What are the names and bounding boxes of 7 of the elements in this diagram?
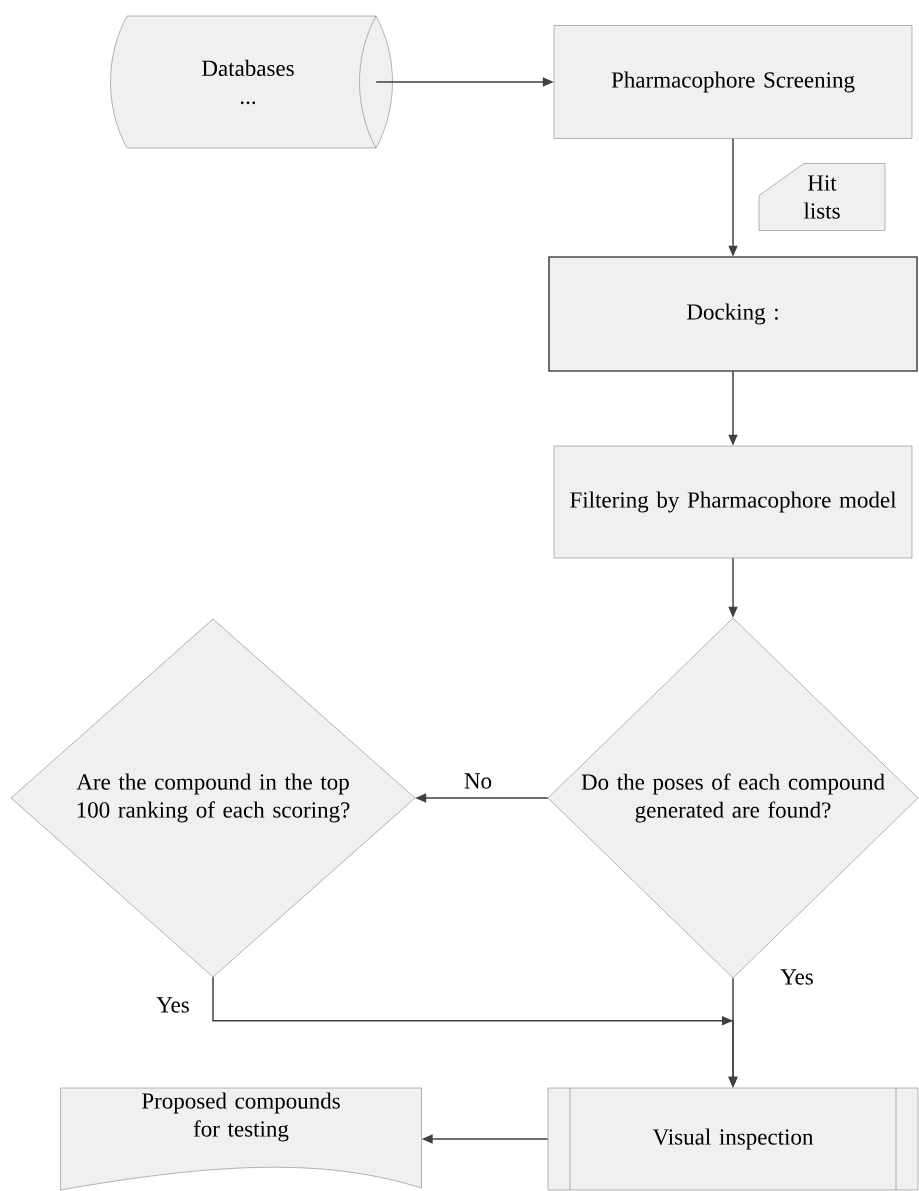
- predefined-process-box: Visual inspection: [547, 1087, 919, 1191]
- process-box: Pharmacophore Screening: [553, 25, 913, 139]
- process-box: Filtering by Pharmacophore model: [553, 445, 913, 559]
- edge-label: Yes: [154, 995, 192, 1015]
- database-cylinder: Databases ...: [110, 15, 393, 149]
- process-box: Docking :: [548, 256, 918, 372]
- edge-label: No: [461, 771, 495, 791]
